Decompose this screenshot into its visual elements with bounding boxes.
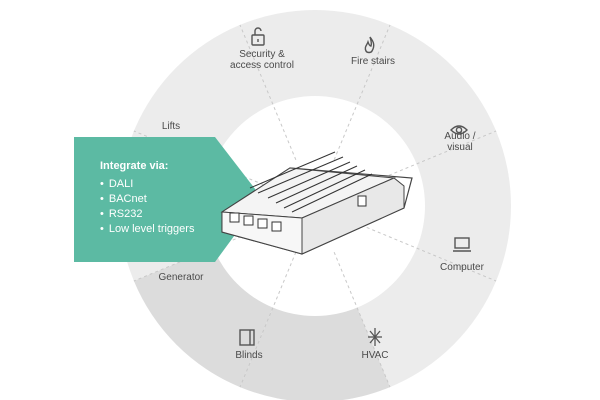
integrate-callout: Integrate via: DALI BACnet RS232 Low lev…	[100, 160, 250, 237]
segment-divider	[361, 224, 497, 282]
integrate-title: Integrate via:	[100, 160, 169, 172]
monitor-icon	[453, 237, 471, 252]
segment-divider	[333, 24, 391, 160]
integrate-list: DALI BACnet RS232 Low level triggers	[100, 177, 250, 237]
padlock-icon	[251, 27, 265, 46]
eye-icon	[450, 125, 468, 135]
segment-label-audio-visual: Audio / visual	[444, 131, 476, 153]
segment-label-blinds: Blinds	[235, 350, 263, 361]
integrate-item: Low level triggers	[100, 222, 250, 237]
integrate-item: RS232	[100, 207, 250, 222]
flame-icon	[364, 36, 375, 54]
blinds-icon	[239, 329, 255, 346]
segment-label-lifts: Lifts	[161, 121, 181, 132]
segment-label-hvac: HVAC	[361, 350, 389, 361]
segment-label-security: Security & access control	[230, 49, 294, 71]
segment-label-computer: Computer	[440, 262, 484, 273]
integrate-item: BACnet	[100, 192, 250, 207]
segment-divider	[333, 252, 391, 388]
segment-label-fire-stairs: Fire stairs	[351, 56, 395, 67]
segment-divider	[239, 24, 297, 160]
segment-label-generator: Generator	[158, 272, 204, 283]
snowflake-sun-icon	[368, 328, 382, 346]
segment-divider	[239, 252, 297, 388]
integrate-item: DALI	[100, 177, 250, 192]
